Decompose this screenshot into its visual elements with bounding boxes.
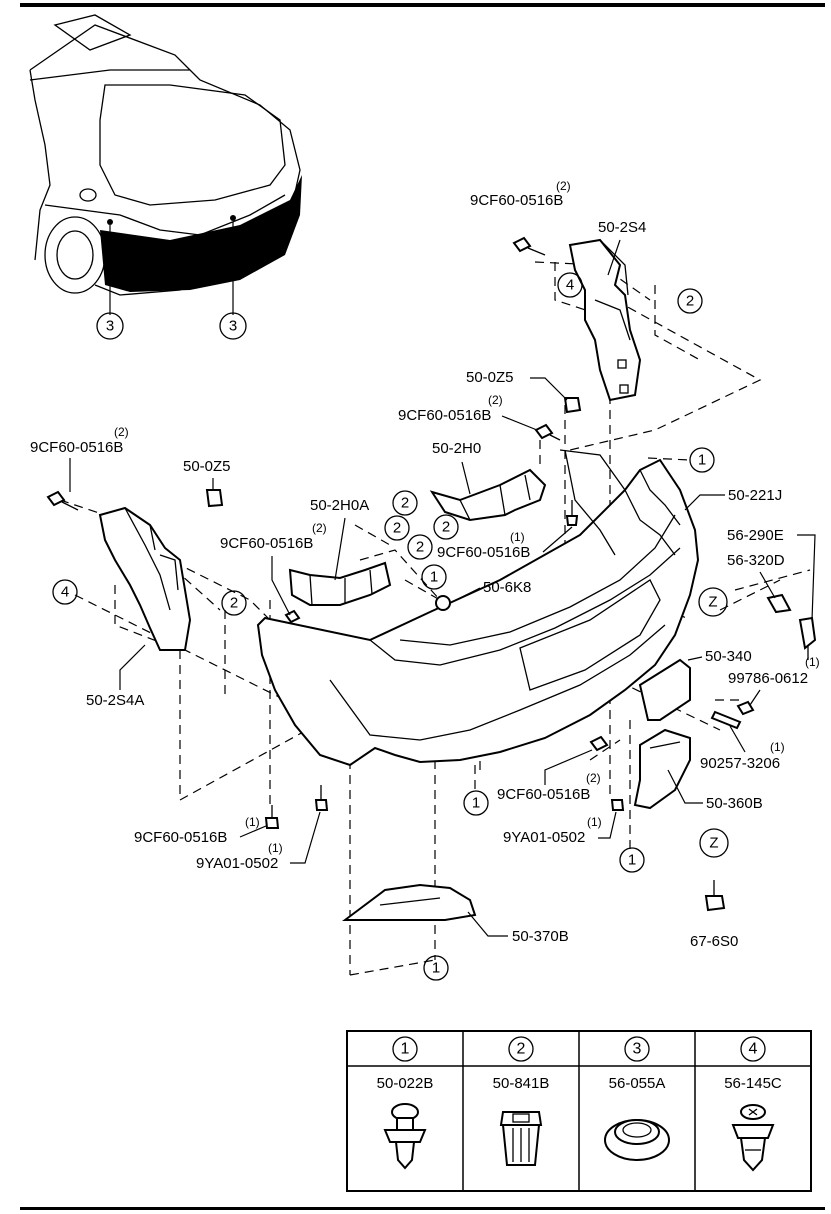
marker-2-d: 2	[407, 534, 433, 560]
marker-2-top: 2	[677, 288, 703, 314]
legend-code-1: 50-022B	[377, 1075, 434, 1092]
reflector-center	[342, 883, 477, 921]
legend-code-3: 56-055A	[609, 1075, 666, 1092]
label-left-bottom-screw: 9CF60-0516B	[134, 829, 227, 846]
legend-code-2: 50-841B	[493, 1075, 550, 1092]
label-lower-center-screw: 9CF60-0516B	[437, 544, 530, 561]
svg-text:2: 2	[442, 519, 450, 536]
label-bolt-90257: 90257-3206	[700, 755, 780, 772]
legend-col-1: 1 50-022B	[377, 1036, 434, 1170]
label-left-mid-screw-qty: (2)	[312, 521, 327, 535]
legend-num-3: 3	[633, 1041, 642, 1058]
label-lower-screw-qty: (2)	[586, 771, 601, 785]
marker-z-lower: Z	[699, 828, 729, 858]
label-lower-screw: 9CF60-0516B	[497, 786, 590, 803]
marker-1-bottom: 1	[423, 955, 449, 981]
marker-4-top: 4	[557, 272, 583, 298]
svg-text:Z: Z	[709, 835, 718, 852]
label-left-screw-qty: (2)	[114, 425, 129, 439]
label-nut: 50-6K8	[483, 579, 531, 596]
svg-text:3: 3	[106, 318, 114, 335]
svg-text:1: 1	[472, 795, 480, 812]
bracket-left-center	[288, 561, 392, 606]
reflector-right	[633, 728, 691, 810]
svg-text:4: 4	[61, 584, 69, 601]
label-lower-center-screw-qty: (1)	[510, 530, 525, 544]
label-right-bolt-qty: (1)	[587, 815, 602, 829]
label-bolt-99786-qty: (1)	[805, 655, 820, 669]
label-left-bolt-qty: (1)	[268, 841, 283, 855]
bracket-right-upper	[568, 238, 642, 402]
marker-2-c: 2	[433, 514, 459, 540]
label-left-mid-screw: 9CF60-0516B	[220, 535, 313, 552]
label-reflector-center: 50-370B	[512, 928, 569, 945]
part-50-340	[638, 658, 691, 721]
svg-text:3: 3	[229, 318, 237, 335]
svg-text:2: 2	[401, 495, 409, 512]
marker-4-left: 4	[52, 579, 78, 605]
marker-2-left: 2	[221, 590, 247, 616]
legend-col-3: 3 56-055A	[604, 1036, 670, 1161]
svg-text:1: 1	[628, 852, 636, 869]
label-bracket-left: 50-2S4A	[86, 692, 144, 709]
part-labels: (2) 9CF60-0516B 50-2S4 50-0Z5 (2) 9CF60-…	[30, 179, 820, 950]
svg-text:2: 2	[686, 293, 694, 310]
svg-text:2: 2	[393, 520, 401, 537]
reference-markers: 3 3 4 2 1 2 2 2 2 1 4 2 Z Z 1 1 1	[52, 272, 729, 981]
label-bracket-center: 50-2H0	[432, 440, 481, 457]
label-left-screw: 9CF60-0516B	[30, 439, 123, 456]
legend-col-4: 4 56-145C	[724, 1036, 782, 1172]
marker-2-b: 2	[384, 515, 410, 541]
label-top-screw-qty: (2)	[556, 179, 571, 193]
label-part-290: 56-290E	[727, 527, 784, 544]
legend-num-4: 4	[749, 1041, 758, 1058]
label-left-bottom-screw-qty: (1)	[245, 815, 260, 829]
label-clip-center: 50-0Z5	[466, 369, 514, 386]
marker-1-nut: 1	[421, 564, 447, 590]
label-part-340: 50-340	[705, 648, 752, 665]
marker-2-a: 2	[392, 490, 418, 516]
legend-code-4: 56-145C	[724, 1075, 782, 1092]
label-center-screw: 9CF60-0516B	[398, 407, 491, 424]
legend-table: 1 50-022B 2 50-841B 3 56-055A	[346, 1030, 812, 1192]
label-bolt-90257-qty: (1)	[770, 740, 785, 754]
label-bolt-99786: 99786-0612	[728, 670, 808, 687]
label-reflector-right: 50-360B	[706, 795, 763, 812]
marker-3-right: 3	[219, 312, 247, 340]
car-inset	[29, 14, 302, 315]
label-center-screw-qty: (2)	[488, 393, 503, 407]
marker-3-left: 3	[96, 312, 124, 340]
label-bracket-right-upper: 50-2S4	[598, 219, 646, 236]
label-right-bolt: 9YA01-0502	[503, 829, 585, 846]
legend-num-2: 2	[517, 1041, 526, 1058]
svg-text:2: 2	[416, 539, 424, 556]
label-bumper: 50-221J	[728, 487, 782, 504]
bracket-center	[429, 468, 547, 522]
marker-1-lower-right: 1	[619, 847, 645, 873]
marker-1-upper-right: 1	[689, 447, 715, 473]
svg-text:1: 1	[430, 569, 438, 586]
rear-bumper	[256, 449, 700, 767]
bottom-rule	[20, 1207, 825, 1210]
svg-text:Z: Z	[708, 594, 717, 611]
fasteners	[46, 236, 817, 912]
marker-1-lower-center: 1	[463, 790, 489, 816]
top-rule	[20, 3, 825, 7]
svg-text:2: 2	[230, 595, 238, 612]
label-clip-left: 50-0Z5	[183, 458, 231, 475]
label-left-bolt: 9YA01-0502	[196, 855, 278, 872]
svg-text:1: 1	[698, 452, 706, 469]
bracket-left	[98, 506, 192, 651]
legend-col-2: 2 50-841B	[493, 1036, 550, 1166]
svg-text:4: 4	[566, 277, 574, 294]
svg-text:1: 1	[432, 960, 440, 977]
label-bracket-left-center: 50-2H0A	[310, 497, 369, 514]
label-clip-z: 67-6S0	[690, 933, 738, 950]
label-top-screw: 9CF60-0516B	[470, 192, 563, 209]
bumper-highlight	[100, 175, 302, 292]
marker-z-upper: Z	[698, 587, 728, 617]
legend-num-1: 1	[401, 1041, 410, 1058]
label-part-320: 56-320D	[727, 552, 785, 569]
